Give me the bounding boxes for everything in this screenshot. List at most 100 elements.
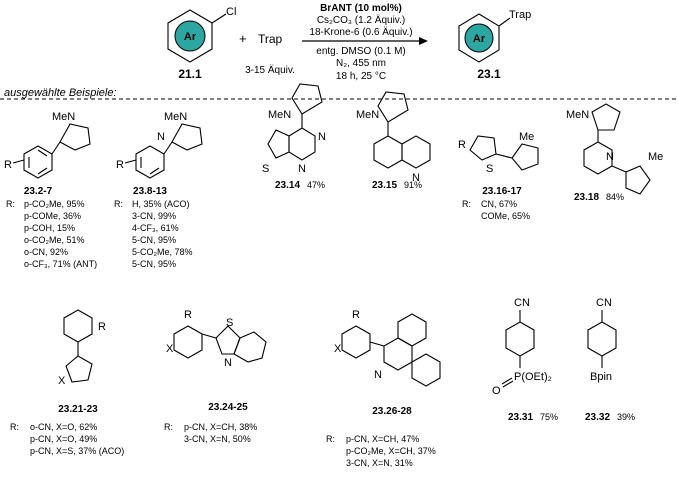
compound-23-32: CN Bpin <box>587 297 617 383</box>
label-23-24-25: 23.24-25 <box>208 402 248 413</box>
reactant-ar-text: Ar <box>184 31 197 43</box>
atom-MeN: MeN <box>164 111 187 123</box>
atom-R: R <box>352 309 360 321</box>
atom-Me: Me <box>519 131 534 143</box>
atom-X: X <box>58 375 66 387</box>
atom-N: N <box>298 163 306 175</box>
sub-line: p-CO₂Me, X=CH, 37% <box>346 446 436 456</box>
atom-MeN: MeN <box>356 109 379 121</box>
atom-Bpin: Bpin <box>590 371 612 383</box>
compound-23-14: MeN S N N <box>262 83 326 175</box>
compound-23-24-25: R X S N <box>166 309 267 369</box>
label-23-26-28: 23.26-28 <box>372 406 412 417</box>
sub-line: 5-CN, 95% <box>132 235 176 245</box>
reactant-label: 21.1 <box>178 67 202 81</box>
atom-R: R <box>458 139 466 151</box>
compound-23-31: CN P(OEt)₂ O <box>492 297 552 397</box>
sub-line: o-CN, 92% <box>24 247 68 257</box>
trap-equiv: 3-15 Äquiv. <box>245 64 295 76</box>
product-ar-badge <box>464 23 494 53</box>
sub-line: p-CN, X=S, 37% (ACO) <box>30 446 124 456</box>
yield-23-31: 75% <box>540 412 558 422</box>
reactant-ar-badge <box>174 20 206 52</box>
plus-sign: + <box>239 31 247 46</box>
atom-P: P(OEt)₂ <box>514 371 552 383</box>
label-23-18: 23.18 <box>574 192 599 203</box>
label-23-14: 23.14 <box>275 180 300 191</box>
sub-line: 3-CN, X=N, 50% <box>184 434 251 444</box>
label-23-31: 23.31 <box>508 412 533 423</box>
cond-base: Cs₂CO₃ (1.2 Äquiv.) <box>317 14 405 26</box>
atom-CN: CN <box>514 297 530 309</box>
sub-line: o-CN, X=O, 62% <box>30 422 97 432</box>
cond-time: 18 h, 25 °C <box>336 71 386 82</box>
atom-MeN: MeN <box>52 111 75 123</box>
sub-line: p-COMe, 36% <box>24 211 81 221</box>
r-colon-r2c2: R: <box>164 422 173 432</box>
cond-crown: 18-Krone-6 (0.6 Äquiv.) <box>309 26 412 38</box>
atom-MeN: MeN <box>268 109 291 121</box>
sub-line: COMe, 65% <box>481 211 530 221</box>
yield-23-32: 39% <box>617 412 635 422</box>
r-colon-5: R: <box>462 199 471 209</box>
r-colon-2: R: <box>114 199 123 209</box>
cond-light: N₂, 455 nm <box>336 58 386 69</box>
yield-23-15: 91% <box>404 180 422 190</box>
label-23-32: 23.32 <box>585 412 610 423</box>
atom-X: X <box>166 343 174 355</box>
atom-S: S <box>226 317 233 329</box>
trap-reagent: Trap <box>258 32 283 46</box>
reactant-cl-atom: Cl <box>226 6 236 18</box>
reaction-arrow-head <box>419 37 428 45</box>
atom-N: N <box>318 131 326 143</box>
atom-N: N <box>374 369 382 381</box>
product-label: 23.1 <box>477 67 501 81</box>
atom-R: R <box>116 159 124 171</box>
label-23-21-23: 23.21-23 <box>58 404 98 415</box>
atom-R: R <box>98 321 106 333</box>
atom-S: S <box>486 163 493 175</box>
cond-catalyst: BrANT (10 mol%) <box>320 3 402 14</box>
sub-line: p-CN, X=O, 49% <box>30 434 97 444</box>
label-23-2-7: 23.2-7 <box>24 186 53 197</box>
compound-23-18: MeN N Me <box>566 103 663 195</box>
yield-23-18: 84% <box>606 192 624 202</box>
compound-23-21-23: R X <box>58 309 106 387</box>
atom-N: N <box>412 172 420 184</box>
atom-MeN: MeN <box>566 109 589 121</box>
atom-S: S <box>262 163 269 175</box>
compound-23-2-7: MeN R <box>4 111 91 179</box>
product-trap-text: Trap <box>509 9 531 21</box>
r-colon-1: R: <box>6 199 15 209</box>
sub-line: CN, 67% <box>481 199 517 209</box>
compound-23-16-17: R S Me <box>458 131 539 175</box>
cond-solvent: entg. DMSO (0.1 M) <box>316 46 405 57</box>
label-23-16-17: 23.16-17 <box>482 186 522 197</box>
sub-line: 5-CO₂Me, 78% <box>132 247 193 257</box>
label-23-15: 23.15 <box>372 180 397 191</box>
atom-R: R <box>184 309 192 321</box>
sub-line: p-CO₂Me, 95% <box>24 199 85 209</box>
sub-line: p-CN, X=CH, 47% <box>346 434 419 444</box>
product-ar-text: Ar <box>473 33 486 45</box>
sub-line: p-CN, X=CH, 38% <box>184 422 257 432</box>
sub-line: o-CO₂Me, 51% <box>24 235 85 245</box>
yield-23-14: 47% <box>307 180 325 190</box>
atom-Me: Me <box>648 151 663 163</box>
product-aryl-trap: Ar Trap <box>458 9 531 63</box>
r-colon-r2c1: R: <box>10 422 19 432</box>
atom-CN: CN <box>596 297 612 309</box>
atom-N: N <box>157 131 165 143</box>
subs-23-2-7: p-CO₂Me, 95% p-COMe, 36% p-COH, 15% o-CO… <box>24 199 97 269</box>
atom-N: N <box>224 357 232 369</box>
atom-R: R <box>4 159 12 171</box>
sub-line: 3-CN, 99% <box>132 211 176 221</box>
r-colon-r2c3: R: <box>326 434 335 444</box>
label-23-8-13: 23.8-13 <box>133 186 167 197</box>
sub-line: 5-CN, 95% <box>132 259 176 269</box>
sub-line: 3-CN, X=N, 31% <box>346 458 413 468</box>
reaction-conditions: BrANT (10 mol%) Cs₂CO₃ (1.2 Äquiv.) 18-K… <box>302 3 428 82</box>
subs-23-8-13: H, 35% (ACO) 3-CN, 99% 4-CF₃, 61% 5-CN, … <box>132 199 193 269</box>
sub-line: H, 35% (ACO) <box>132 199 190 209</box>
